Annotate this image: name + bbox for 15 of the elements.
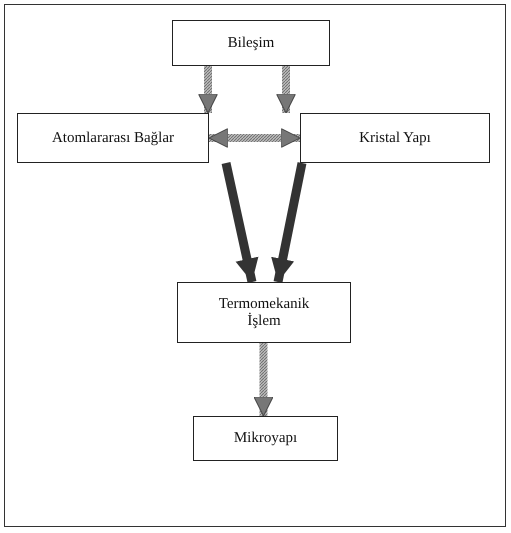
arrow: [253, 343, 274, 416]
box-label: Bileşim: [228, 34, 274, 52]
process-box: [17, 113, 209, 163]
process-box: [300, 113, 490, 163]
box-label: Termomekanik İşlem: [218, 296, 310, 330]
arrow: [208, 128, 300, 148]
process-box: [193, 416, 338, 461]
box-label: Atomlararası Bağlar: [52, 130, 174, 146]
process-box: [177, 282, 351, 343]
box-label: Mikroyapı: [234, 430, 298, 447]
arrow: [276, 66, 296, 114]
process-box: [172, 20, 330, 66]
arrow: [198, 66, 218, 114]
box-label: Kristal Yapı: [359, 130, 431, 146]
arrow: [271, 162, 306, 283]
